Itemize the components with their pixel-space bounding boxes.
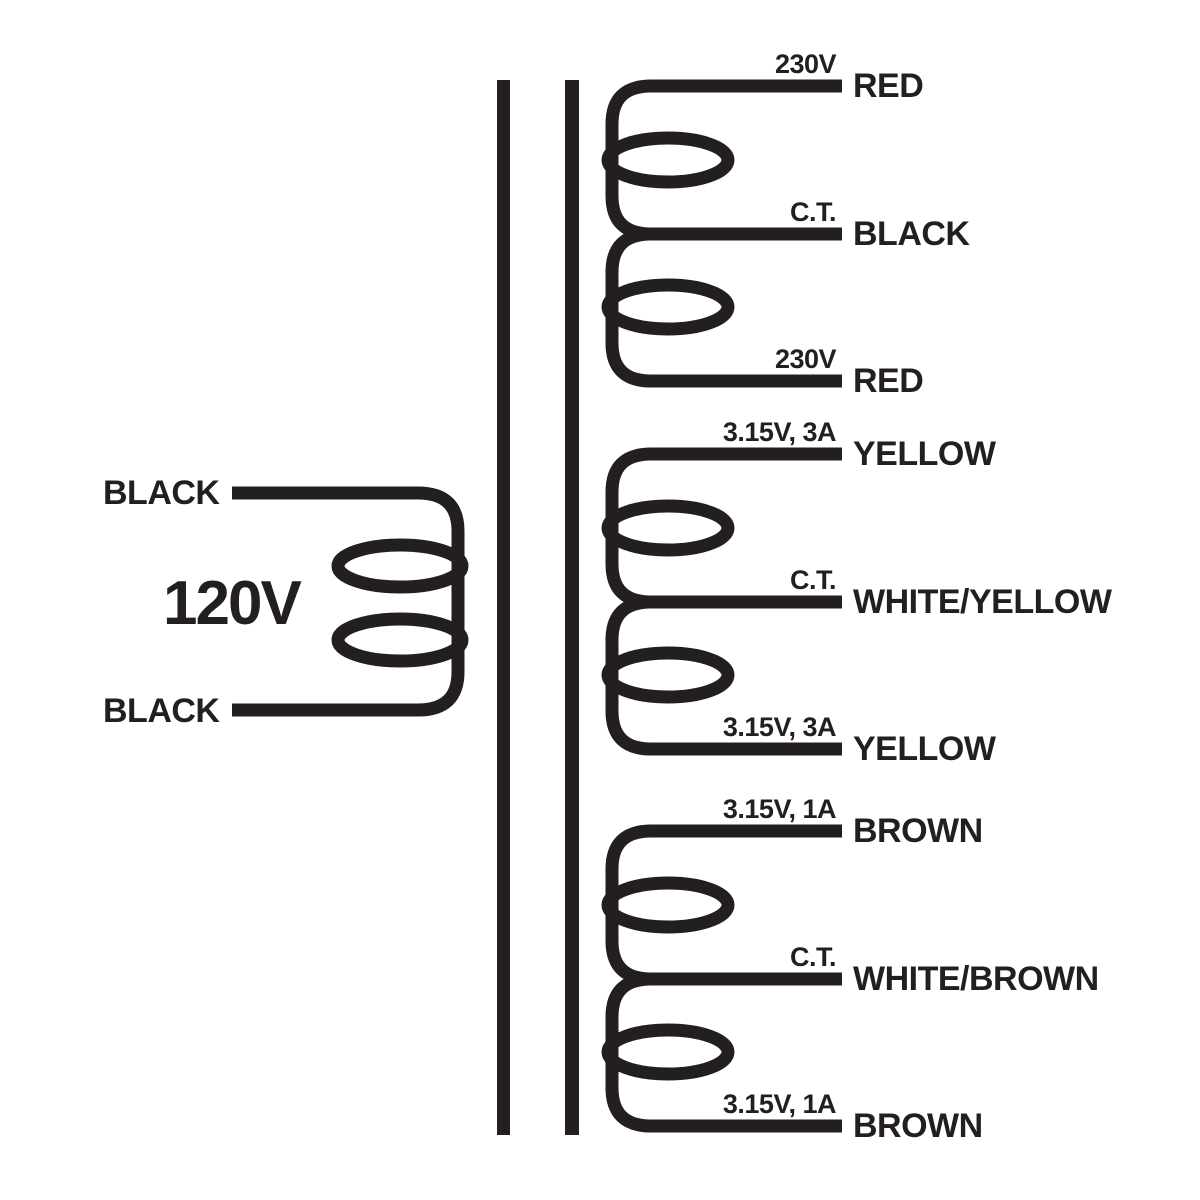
secondary2-top-rating-label: 3.15V, 3A (722, 417, 837, 447)
primary-voltage-label: 120V (163, 569, 302, 638)
secondary3-center-wire-label: WHITE/BROWN (853, 960, 1099, 998)
secondary-winding-2 (601, 447, 842, 756)
primary-wire (232, 486, 465, 717)
secondary1-top-wire-label: RED (853, 67, 924, 105)
secondary2-loop-2 (601, 646, 735, 704)
secondary3-top-rating-label: 3.15V, 1A (722, 794, 837, 824)
secondary1-loop-1 (601, 131, 735, 189)
primary-loop-2 (331, 612, 469, 668)
secondary3-loop-2 (601, 1023, 735, 1081)
secondary2-center-wire-label: WHITE/YELLOW (853, 583, 1112, 621)
secondary-winding-3 (601, 824, 842, 1133)
primary-bottom-lead-label: BLACK (103, 692, 220, 730)
secondary2-loop-1 (601, 499, 735, 557)
secondary3-top-wire-label: BROWN (853, 812, 983, 850)
secondary3-bottom-wire-label: BROWN (853, 1107, 983, 1145)
core-line-right (565, 80, 579, 1135)
secondary3-loop-1 (601, 876, 735, 934)
secondary1-bottom-rating-label: 230V (774, 344, 837, 374)
secondary1-top-rating-label: 230V (774, 49, 837, 79)
secondary1-bottom-wire-label: RED (853, 362, 924, 400)
secondary1-loop-2 (601, 278, 735, 336)
secondary2-bottom-wire-label: YELLOW (853, 730, 996, 768)
secondary1-center-wire-label: BLACK (853, 215, 970, 253)
secondary3-center-tap-label: C.T. (789, 942, 837, 972)
secondary2-center-tap-label: C.T. (789, 565, 837, 595)
secondary3-bottom-rating-label: 3.15V, 1A (722, 1089, 837, 1119)
secondary1-center-tap-label: C.T. (789, 197, 837, 227)
secondary2-bottom-rating-label: 3.15V, 3A (722, 712, 837, 742)
primary-top-lead-label: BLACK (103, 474, 220, 512)
primary-winding (232, 486, 469, 717)
core-line-left (497, 80, 510, 1135)
primary-loop-1 (331, 538, 469, 594)
secondary2-top-wire-label: YELLOW (853, 435, 996, 473)
secondary-winding-1 (601, 79, 842, 388)
